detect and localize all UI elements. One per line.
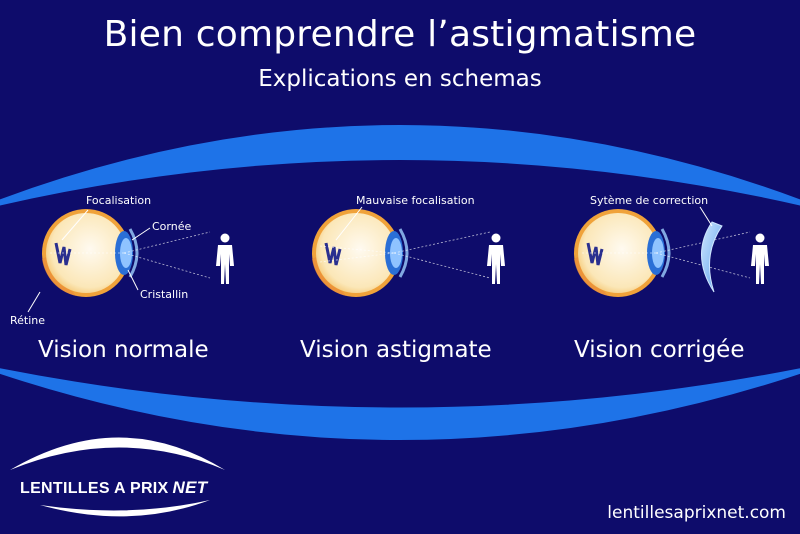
caption-corrected: Vision corrigée [574, 337, 745, 363]
eye-astigmatism [310, 206, 505, 299]
caption-normal: Vision normale [38, 337, 209, 363]
brand-suffix: NET [172, 478, 208, 497]
correction-lens [701, 221, 723, 293]
page-title: Bien comprendre l’astigmatisme [103, 14, 697, 55]
top-arc [0, 125, 800, 206]
brand-name: LENTILLES A PRIX [20, 480, 169, 497]
label-correction: Sytème de correction [590, 194, 709, 207]
page-subtitle: Explications en schemas [258, 66, 542, 92]
label-focalisation: Focalisation [86, 194, 152, 207]
eye-normal [27, 207, 234, 313]
label-cornea: Cornée [152, 220, 192, 233]
label-cristallin: Cristallin [140, 288, 189, 301]
caption-astigmatism: Vision astigmate [300, 337, 492, 363]
label-retina: Rétine [10, 314, 46, 327]
label-bad-focus: Mauvaise focalisation [356, 194, 475, 207]
bottom-arc [0, 368, 800, 440]
eye-corrected [572, 206, 769, 299]
logo-swoosh [10, 437, 225, 517]
website-url: lentillesaprixnet.com [607, 503, 786, 523]
